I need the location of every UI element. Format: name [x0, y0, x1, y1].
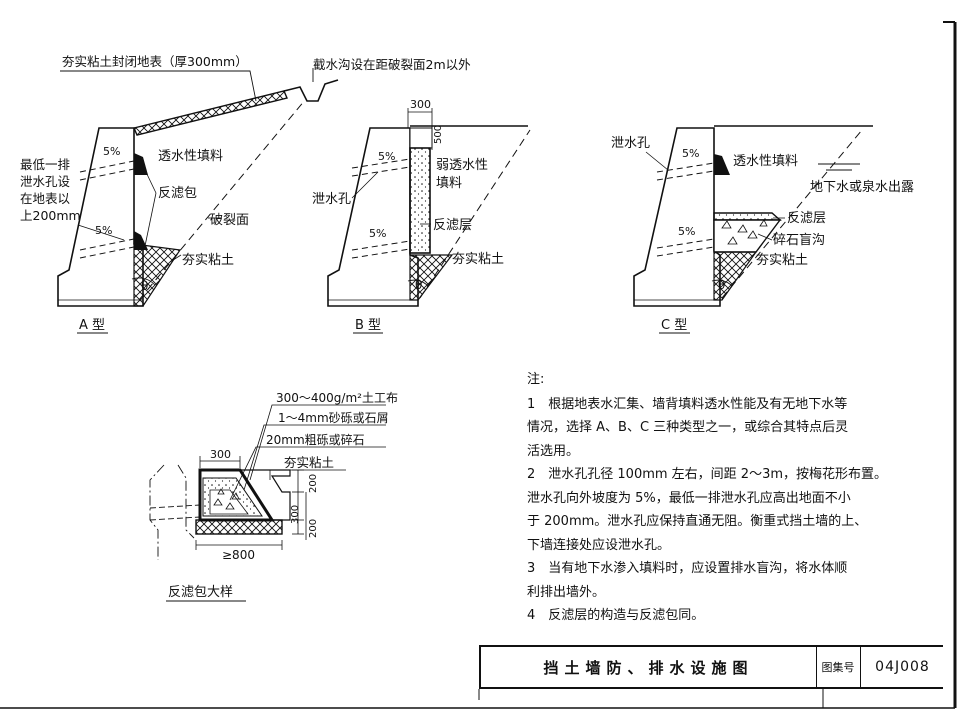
note-3-line-1: 3 当有地下水渗入填料时，应设置排水盲沟，将水体顺: [527, 561, 848, 576]
note-1-line-1: 1 根据地表水汇集、墙背填料透水性能及有无地下水等: [527, 396, 848, 412]
panel-c-fracture-line: [721, 129, 863, 299]
panel-b-dim-500: 500: [433, 125, 444, 144]
panel-b-slope-upper: 5%: [378, 150, 395, 163]
panel-a-permeable-fill-label: 透水性填料: [158, 149, 223, 164]
panel-c-slope-lower: 5%: [678, 225, 695, 238]
panel-b-clay-label: 夯实粘土: [452, 252, 504, 267]
panel-b-dim-300: 300: [410, 98, 431, 111]
title-block: 挡土墙防、排水设施图 图集号 04J008: [479, 645, 943, 689]
panel-a-ditch: [283, 79, 339, 102]
detail-dim-top: 300: [210, 448, 231, 461]
detail-base-clay: [195, 519, 283, 535]
panel-c-wall: [633, 127, 721, 307]
title-block-title: 挡土墙防、排水设施图: [481, 647, 817, 687]
panel-b-slope-lower: 5%: [369, 227, 386, 240]
panel-b-weak-fill-label-2: 填料: [436, 176, 462, 191]
panel-c-clay-label: 夯实粘土: [756, 253, 808, 268]
panel-b-drain-hole-label: 泄水孔: [312, 192, 351, 207]
panel-a-filter-bag-upper: [134, 153, 148, 175]
panel-c-slope-upper: 5%: [682, 147, 699, 160]
detail-clay-label: 夯实粘土: [284, 455, 334, 470]
panel-a-cap-label: 夯实粘土封闭地表（厚300mm）: [62, 54, 248, 69]
title-block-atlas-label: 图集号: [816, 647, 861, 687]
panel-a-theta: θ: [141, 279, 148, 293]
detail-dim-r1: 200: [308, 474, 319, 493]
panel-c-groundwater-label: 地下水或泉水出露: [810, 179, 914, 195]
panel-b-filter-layer-label: 反滤层: [433, 218, 472, 233]
panel-c-filter-bag-upper: [714, 154, 730, 175]
panel-c: 泄水孔 5% 5% 透水性填料 地下水或泉水出露 反滤层 碎石盲沟 夯实粘土 θ…: [611, 125, 914, 334]
panel-a-clay: [133, 243, 182, 307]
panel-b-clay: [409, 254, 454, 301]
note-1-line-3: 活选用。: [527, 443, 580, 459]
panel-a-fracture-plane-label: 破裂面: [210, 213, 249, 228]
panel-a-filter-bag-label: 反滤包: [158, 186, 197, 201]
panel-b-wall: [327, 127, 419, 307]
note-2-line-3: 于 200mm。泄水孔应保持直通无阻。衡重式挡土墙的上、: [527, 514, 868, 529]
detail-gravel-label: 20mm粗砾或碎石: [266, 432, 365, 447]
note-2-line-4: 下墙连接处应设泄水孔。: [527, 537, 671, 553]
panel-b-theta: θ: [415, 278, 422, 292]
panel-a-slope-upper: 5%: [103, 145, 120, 158]
panel-b-caption: B 型: [355, 318, 381, 333]
note-3-line-2: 利排出墙外。: [527, 584, 606, 600]
panel-c-caption: C 型: [661, 318, 687, 333]
panel-a-lowest-hole-label-1: 最低一排: [20, 157, 71, 172]
notes-head: 注:: [527, 372, 545, 387]
panel-c-clay: [713, 251, 758, 301]
panel-b-filter-strip: [409, 147, 431, 254]
detail-gravel-core: [209, 489, 249, 515]
panel-a-lowest-hole-label-2: 泄水孔设: [20, 174, 71, 189]
title-block-atlas-code: 04J008: [875, 659, 930, 675]
panel-a-cap: [133, 90, 288, 136]
panel-a-lowest-hole-label-4: 上200mm: [20, 208, 81, 223]
note-2-line-2: 泄水孔向外坡度为 5%，最低一排泄水孔应高出地面不小: [527, 490, 851, 506]
panel-a-ditch-label: 截水沟设在距破裂面2m以外: [313, 57, 471, 72]
filter-bag-detail: 300 200 300 200 ≥800 300～400g/m²土工布 1～4m…: [149, 391, 398, 602]
detail-sand-label: 1～4mm砂砾或石屑: [278, 411, 389, 425]
panel-b-weak-fill-label-1: 弱透水性: [436, 158, 488, 173]
panel-a-caption: A 型: [79, 318, 105, 333]
panel-a-clay-label: 夯实粘土: [182, 253, 234, 268]
panel-c-filter-layer: [713, 212, 782, 221]
panel-c-gravel-drain-label: 碎石盲沟: [773, 232, 825, 248]
detail-geotextile-label: 300～400g/m²土工布: [276, 391, 398, 405]
note-1-line-2: 情况，选择 A、B、C 三种类型之一，或综合其特点后灵: [527, 420, 849, 435]
detail-dim-r3: 200: [308, 519, 319, 538]
note-2-line-1: 2 泄水孔孔径 100mm 左右，间距 2～3m，按梅花形布置。: [527, 467, 888, 482]
panel-c-permeable-fill-label: 透水性填料: [733, 154, 798, 169]
detail-dim-r2: 300: [290, 505, 301, 524]
panel-c-filter-layer-label: 反滤层: [787, 211, 826, 226]
panel-c-drain-hole-label: 泄水孔: [611, 136, 650, 151]
panel-a-slope-lower: 5%: [95, 224, 112, 237]
notes-block: 注: 1 根据地表水汇集、墙背填料透水性能及有无地下水等 情况，选择 A、B、C…: [527, 368, 927, 628]
detail-dim-bottom: ≥800: [222, 548, 255, 562]
note-4-line-1: 4 反滤层的构造与反滤包同。: [527, 608, 705, 623]
detail-caption: 反滤包大样: [168, 585, 233, 600]
panel-a-lowest-hole-label-3: 在地表以: [20, 191, 71, 206]
panel-b: 300 500 5% 5% 弱透水性 填料 泄水孔 反滤层 夯实粘土 θ B 型: [312, 98, 531, 334]
panel-a-filter-bag-lower: [134, 231, 148, 250]
panel-a: 夯实粘土封闭地表（厚300mm） 截水沟设在距破裂面2m以外 最低一排 泄水孔设…: [20, 54, 471, 334]
panel-c-theta: θ: [718, 278, 725, 292]
